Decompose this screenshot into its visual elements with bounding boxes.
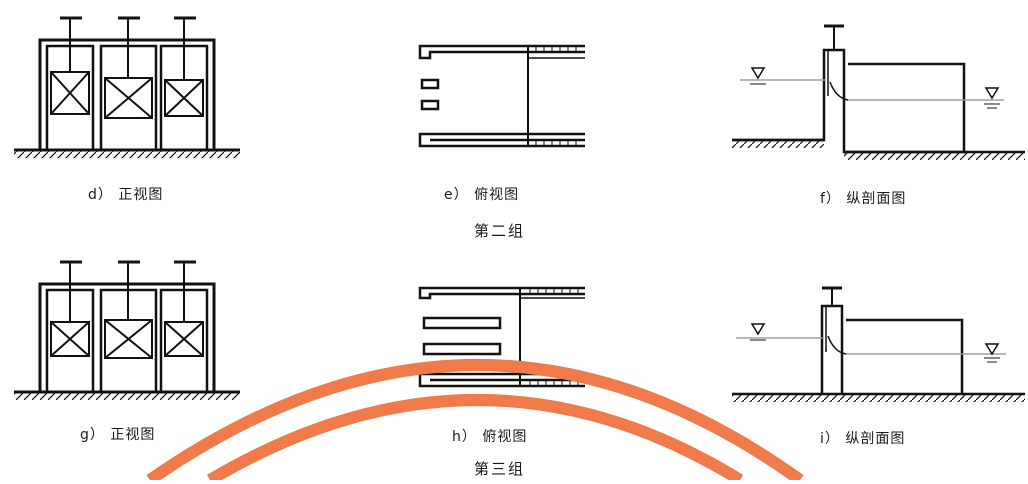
group-label-second: 第二组 [474,222,526,240]
section-view-i [732,286,1025,402]
caption-i: i） 纵剖面图 [820,431,906,447]
caption-f: f） 纵剖面图 [820,191,907,207]
caption-g: g） 正视图 [80,427,156,443]
section-view-f [732,24,1025,160]
caption-d: d） 正视图 [88,187,164,203]
caption-e: e） 俯视图 [444,187,520,203]
top-view-e [418,44,585,148]
group-label-third: 第三组 [474,460,526,478]
caption-h: h） 俯视图 [452,429,528,445]
watermark-arcs [146,359,804,484]
top-view-h [418,286,585,388]
front-view-d [14,16,240,158]
front-view-g [14,260,240,400]
